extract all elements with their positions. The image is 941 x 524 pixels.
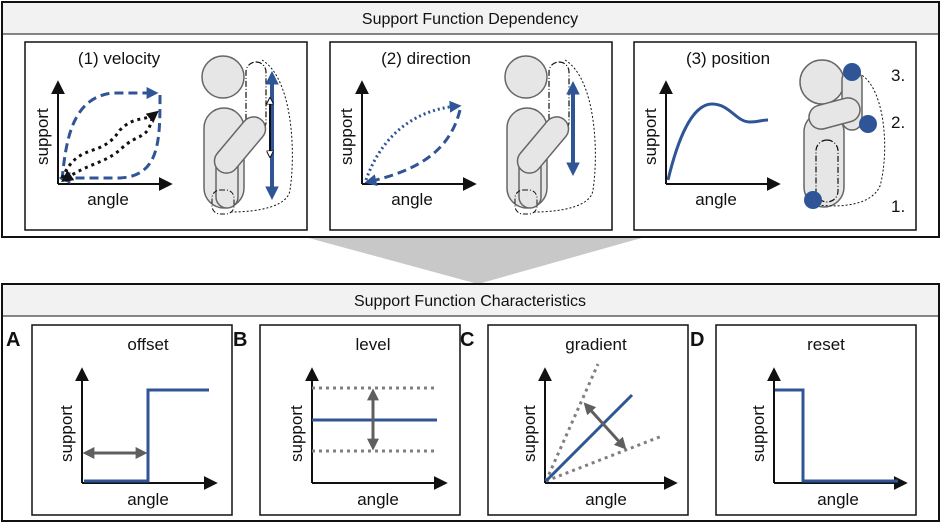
top-section-header — [3, 3, 938, 34]
x-axis-label: angle — [87, 190, 129, 209]
bottom-section-header — [3, 285, 938, 316]
x-axis-label: angle — [817, 490, 859, 509]
flexion-curve — [364, 100, 462, 181]
x-axis-label: angle — [695, 190, 737, 209]
position-label-2: 2. — [891, 113, 905, 132]
position-marker-2 — [859, 115, 877, 133]
connector-funnel — [305, 237, 645, 284]
panel-velocity: (1) velocity support angle — [24, 41, 308, 231]
panel-direction-title: (2) direction — [381, 49, 471, 68]
panel-position-title: (3) position — [686, 49, 770, 68]
y-axis-label: support — [33, 108, 52, 165]
panel-level-title: level — [356, 335, 391, 354]
top-section-title: Support Function Dependency — [362, 11, 578, 28]
extension-curve — [364, 109, 462, 186]
bottom-section-title: Support Function Characteristics — [354, 293, 586, 310]
panel-reset: D reset support angle — [690, 324, 917, 516]
panel-letter-a: A — [6, 329, 20, 351]
panel-offset: A offset support angle — [6, 324, 233, 516]
position-marker-3 — [843, 63, 861, 81]
position-marker-1 — [804, 191, 822, 209]
y-axis-label: support — [520, 405, 539, 462]
x-axis-label: angle — [585, 490, 627, 509]
y-axis-label: support — [287, 405, 306, 462]
x-axis-label: angle — [391, 190, 433, 209]
fast-loop-curve — [60, 87, 159, 181]
panel-gradient-title: gradient — [565, 335, 627, 354]
panel-direction: (2) direction support angle — [329, 41, 613, 231]
slow-loop-curve — [60, 110, 159, 179]
x-axis-label: angle — [127, 490, 169, 509]
position-curve — [666, 102, 769, 181]
person-figure — [799, 59, 886, 209]
reset-curve — [775, 388, 898, 483]
y-axis-label: support — [57, 405, 76, 462]
position-label-3: 3. — [891, 66, 905, 85]
steep-gradient-line — [544, 363, 600, 482]
y-axis-label: support — [749, 405, 768, 462]
panel-offset-title: offset — [127, 335, 169, 354]
person-figure — [504, 55, 596, 215]
panel-level: B level support angle — [233, 324, 461, 516]
x-axis-label: angle — [357, 490, 399, 509]
person-figure — [201, 55, 293, 215]
offset-curve — [84, 388, 209, 483]
y-axis-label: support — [641, 108, 660, 165]
panel-letter-b: B — [233, 329, 247, 351]
position-label-1: 1. — [891, 197, 905, 216]
panel-reset-title: reset — [807, 335, 845, 354]
gradient-arrow — [583, 402, 627, 450]
y-axis-label: support — [337, 108, 356, 165]
panel-letter-c: C — [460, 329, 474, 351]
panel-gradient: C gradient support angle — [460, 324, 689, 516]
panel-velocity-title: (1) velocity — [78, 49, 161, 68]
panel-position: (3) position support angle 3. 2. 1. — [633, 41, 917, 231]
panel-letter-d: D — [690, 329, 704, 351]
